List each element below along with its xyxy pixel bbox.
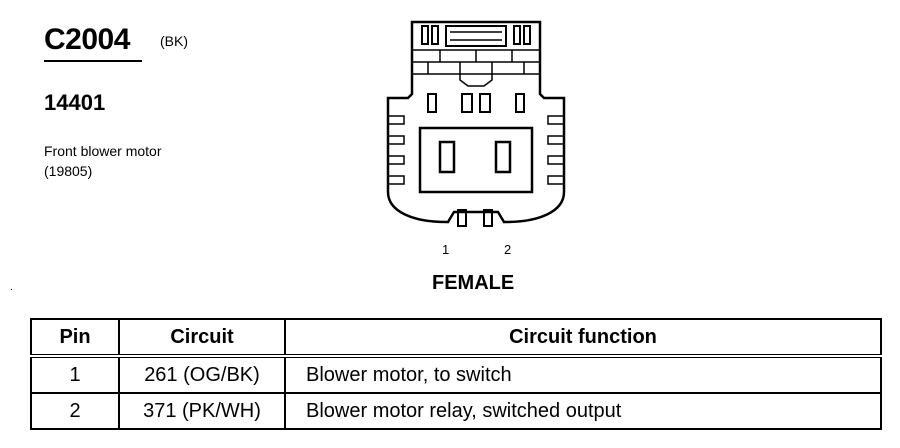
terminal-pin-1 <box>438 140 456 174</box>
center-key <box>459 74 493 87</box>
top-slot-right-1 <box>513 25 521 45</box>
stray-mark: . <box>10 282 13 293</box>
cavity-upper-3 <box>479 93 491 113</box>
cell-pin: 2 <box>30 392 120 430</box>
latch-block <box>445 25 507 47</box>
part-number: 14401 <box>44 90 106 115</box>
connector-id: C2004 <box>44 23 130 56</box>
table-row: 1 261 (OG/BK) Blower motor, to switch <box>30 355 882 394</box>
cavity-upper-2 <box>461 93 473 113</box>
cell-function: Blower motor relay, switched output <box>284 392 882 430</box>
latch-lines <box>450 31 502 41</box>
cavity-upper-4 <box>515 93 525 113</box>
connector-id-underline <box>44 60 142 62</box>
cell-pin: 1 <box>30 355 120 394</box>
bottom-slot-right <box>483 209 493 227</box>
cell-function: Blower motor, to switch <box>284 355 882 394</box>
connector-gender-label: FEMALE <box>432 272 515 294</box>
brick-rows <box>412 49 540 75</box>
header-pin: Pin <box>30 318 120 357</box>
cavity-upper-1 <box>427 93 437 113</box>
cell-circuit: 371 (PK/WH) <box>118 392 286 430</box>
table-row: 2 371 (PK/WH) Blower motor relay, switch… <box>30 392 882 430</box>
terminal-frame <box>418 126 534 194</box>
cell-circuit: 261 (OG/BK) <box>118 355 286 394</box>
header-circuit: Circuit <box>118 318 286 357</box>
side-ribs-left <box>388 115 405 185</box>
component-description: Front blower motor <box>44 143 162 159</box>
component-base-number: (19805) <box>44 163 93 179</box>
bottom-slot-left <box>457 209 467 227</box>
connector-housing-outline <box>386 20 566 224</box>
header-function: Circuit function <box>284 318 882 357</box>
pinout-table: Pin Circuit Circuit function 1 261 (OG/B… <box>30 318 882 430</box>
side-ribs-right <box>547 115 564 185</box>
table-header-row: Pin Circuit Circuit function <box>30 318 882 357</box>
top-slot-right-2 <box>523 25 531 45</box>
pin-label-2: 2 <box>504 242 512 257</box>
terminal-pin-2 <box>494 140 512 174</box>
pin-label-1: 1 <box>442 242 450 257</box>
connector-face-diagram <box>386 20 566 227</box>
top-slot-left-1 <box>421 25 429 45</box>
connector-color-code: (BK) <box>160 33 188 49</box>
top-slot-left-2 <box>431 25 439 45</box>
